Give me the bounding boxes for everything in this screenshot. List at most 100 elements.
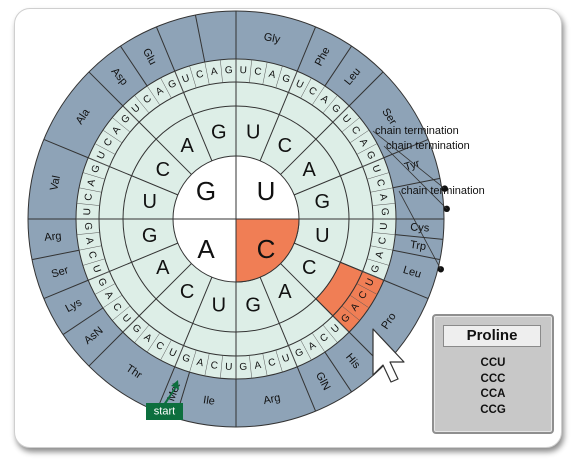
highlight-first-base: [235, 218, 300, 283]
third-base-label: C: [154, 340, 166, 353]
first-base-label: U: [257, 176, 276, 206]
third-base-divider: [372, 203, 396, 206]
codon-item: CCA: [480, 388, 506, 400]
amino-acid-divider: [348, 71, 384, 107]
first-base-label: C: [257, 234, 276, 264]
third-base-divider: [220, 59, 223, 83]
second-base-label: A: [156, 257, 170, 279]
second-base-label: C: [302, 257, 316, 279]
amino-acid-divider: [120, 45, 148, 87]
third-base-label: C: [374, 178, 386, 188]
third-base-label: G: [82, 222, 93, 231]
amino-acid-divider: [324, 351, 352, 393]
third-base-label: G: [167, 78, 179, 91]
third-base-divider: [82, 172, 105, 180]
third-base-divider: [122, 315, 140, 333]
third-base-label: U: [239, 65, 247, 76]
third-base-divider: [146, 332, 161, 353]
amino-acid-divider: [194, 14, 206, 63]
third-base-divider: [102, 129, 123, 144]
third-base-label: G: [369, 263, 382, 274]
third-base-divider: [356, 143, 378, 155]
third-base-label: C: [377, 236, 389, 245]
second-base-label: U: [246, 122, 260, 144]
third-base-label: U: [82, 208, 93, 216]
third-base-divider: [88, 157, 110, 167]
third-base-label: U: [364, 277, 377, 288]
third-base-label: A: [154, 85, 166, 98]
third-base-label: C: [102, 137, 115, 149]
third-base-label: A: [307, 340, 319, 353]
second-base-label: A: [180, 135, 194, 157]
third-base-label: A: [86, 178, 98, 187]
third-base-divider: [275, 65, 283, 88]
third-base-divider: [160, 339, 172, 361]
third-base-divider: [76, 232, 100, 235]
second-base-label: C: [278, 135, 292, 157]
third-base-label: G: [180, 352, 191, 365]
third-base-label: G: [225, 65, 234, 76]
third-base-divider: [122, 105, 140, 123]
third-base-label: A: [377, 193, 389, 202]
termination-leader: [398, 190, 442, 270]
third-base-divider: [94, 143, 116, 155]
amino-acid-divider: [296, 26, 317, 72]
third-base-divider: [349, 129, 370, 144]
third-base-divider: [204, 353, 210, 376]
third-base-divider: [349, 294, 370, 309]
third-base-divider: [288, 345, 298, 367]
third-base-label: G: [281, 73, 292, 86]
amino-acid-info-panel: Proline CCU CCC CCA CCG: [432, 314, 554, 434]
third-base-label: C: [306, 85, 318, 98]
third-base-label: A: [83, 237, 95, 246]
second-base-label: C: [156, 159, 170, 181]
third-base-divider: [322, 324, 338, 343]
third-base-divider: [362, 271, 384, 281]
third-base-divider: [76, 203, 100, 206]
third-base-label: C: [357, 289, 370, 301]
third-base-label: G: [239, 362, 248, 373]
third-base-divider: [362, 157, 384, 167]
third-base-label: G: [95, 277, 108, 289]
codon-item: CCC: [480, 372, 506, 385]
third-base-label: A: [210, 66, 219, 78]
amino-acid-label: Ser: [50, 264, 70, 281]
third-base-divider: [146, 85, 161, 106]
third-base-divider: [332, 315, 350, 333]
third-base-label: G: [364, 150, 377, 162]
second-base-label: A: [278, 281, 292, 303]
third-base-divider: [112, 117, 131, 133]
third-base-divider: [94, 283, 116, 295]
third-base-divider: [134, 95, 150, 114]
amino-acid-label: Ile: [202, 394, 215, 408]
third-base-divider: [311, 332, 326, 353]
third-base-label: C: [86, 250, 98, 260]
amino-acid-label: Trp: [409, 239, 427, 253]
third-base-label: A: [195, 357, 204, 369]
third-base-label: C: [210, 360, 219, 372]
amino-acid-divider: [392, 177, 441, 189]
amino-acid-divider: [31, 249, 80, 261]
third-base-divider: [288, 71, 298, 93]
third-base-label: U: [167, 347, 178, 360]
amino-acid-divider: [155, 26, 176, 72]
third-base-label: A: [254, 360, 263, 372]
third-base-divider: [82, 258, 105, 266]
second-base-label: G: [315, 191, 331, 213]
codon-list: CCU CCC CCA CCG: [434, 356, 552, 418]
third-base-divider: [341, 305, 360, 321]
chain-termination-label: chain termination: [401, 185, 485, 197]
third-base-label: G: [294, 347, 306, 360]
third-base-label: U: [181, 73, 192, 86]
second-base-label: A: [302, 159, 316, 181]
third-base-divider: [88, 271, 110, 281]
third-base-label: U: [379, 222, 390, 230]
third-base-divider: [160, 77, 172, 99]
start-badge: [146, 403, 183, 420]
start-arrow-icon: [164, 380, 179, 404]
second-base-label: G: [142, 225, 158, 247]
third-base-divider: [189, 65, 197, 88]
amino-acid-label: Arg: [262, 392, 281, 407]
third-base-label: C: [83, 193, 95, 202]
second-base-label: G: [211, 122, 227, 144]
